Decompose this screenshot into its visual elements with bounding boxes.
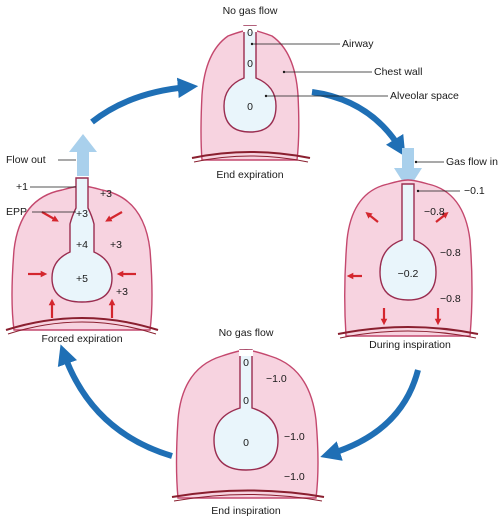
- label-airway: Airway: [342, 38, 374, 50]
- top-leader-lines: [250, 42, 388, 98]
- bottom-airway-upper-value: 0: [243, 357, 249, 369]
- bottom-pleural-value-1: −1.0: [266, 373, 287, 385]
- right-airway-value: −0.1: [464, 185, 485, 197]
- lung-top: [191, 25, 311, 163]
- alveolar-space: [223, 25, 277, 133]
- left-airway-value-1: +3: [76, 208, 88, 220]
- top-caption: End expiration: [216, 169, 283, 181]
- bottom-pleural-value-2: −1.0: [284, 431, 305, 443]
- left-pleural-value-2: +3: [110, 239, 122, 251]
- left-mouth-value: +1: [16, 181, 28, 193]
- top-flow-label: No gas flow: [223, 5, 278, 17]
- right-pleural-value-1: −0.8: [424, 206, 445, 218]
- top-airway-upper-value: 0: [247, 27, 253, 39]
- alveolar-space: [51, 177, 113, 303]
- chest-wall: [337, 326, 479, 335]
- bottom-alveolar-value: 0: [243, 437, 249, 449]
- left-alveolar-value: +5: [76, 273, 88, 285]
- left-pleural-value-1: +3: [100, 188, 112, 200]
- right-pleural-value-2: −0.8: [440, 247, 461, 259]
- right-caption: During inspiration: [369, 339, 451, 351]
- right-alveolar-value: −0.2: [398, 268, 419, 280]
- cycle-arrow-bottom-left: [57, 344, 173, 459]
- flow-out-arrow: [69, 134, 97, 176]
- right-flow-label: Gas flow in: [446, 156, 498, 168]
- bottom-pleural-value-3: −1.0: [284, 471, 305, 483]
- cycle-arrow-top-right: [311, 89, 406, 157]
- chest-wall: [191, 151, 311, 159]
- lung-bottom: [171, 349, 325, 502]
- left-airway-value-2: +4: [76, 239, 88, 251]
- chest-wall: [171, 489, 325, 498]
- bottom-flow-label: No gas flow: [219, 327, 274, 339]
- label-alveolar-space: Alveolar space: [390, 90, 459, 102]
- bottom-caption: End inspiration: [211, 505, 281, 516]
- left-pleural-value-3: +3: [116, 286, 128, 298]
- cycle-arrow-bottom-right: [320, 369, 421, 461]
- compression-force-arrows: [28, 211, 136, 318]
- lung-left: [5, 134, 159, 335]
- top-alveolar-value: 0: [247, 101, 253, 113]
- label-chest-wall: Chest wall: [374, 66, 422, 78]
- alveolar-space: [213, 349, 279, 471]
- cycle-arrow-top-left: [90, 77, 199, 125]
- top-airway-lower-value: 0: [247, 58, 253, 70]
- expansion-force-arrows: [346, 211, 449, 326]
- cycle-arrows: [57, 77, 421, 461]
- lung-right: [337, 148, 479, 339]
- gas-flow-in-arrow: [394, 148, 422, 190]
- right-pleural-value-3: −0.8: [440, 293, 461, 305]
- alveolar-space: [379, 183, 437, 301]
- left-flow-label: Flow out: [6, 154, 46, 166]
- epp-label: EPP: [6, 206, 27, 218]
- left-caption: Forced expiration: [41, 333, 122, 345]
- chest-wall: [5, 317, 159, 331]
- bottom-airway-lower-value: 0: [243, 395, 249, 407]
